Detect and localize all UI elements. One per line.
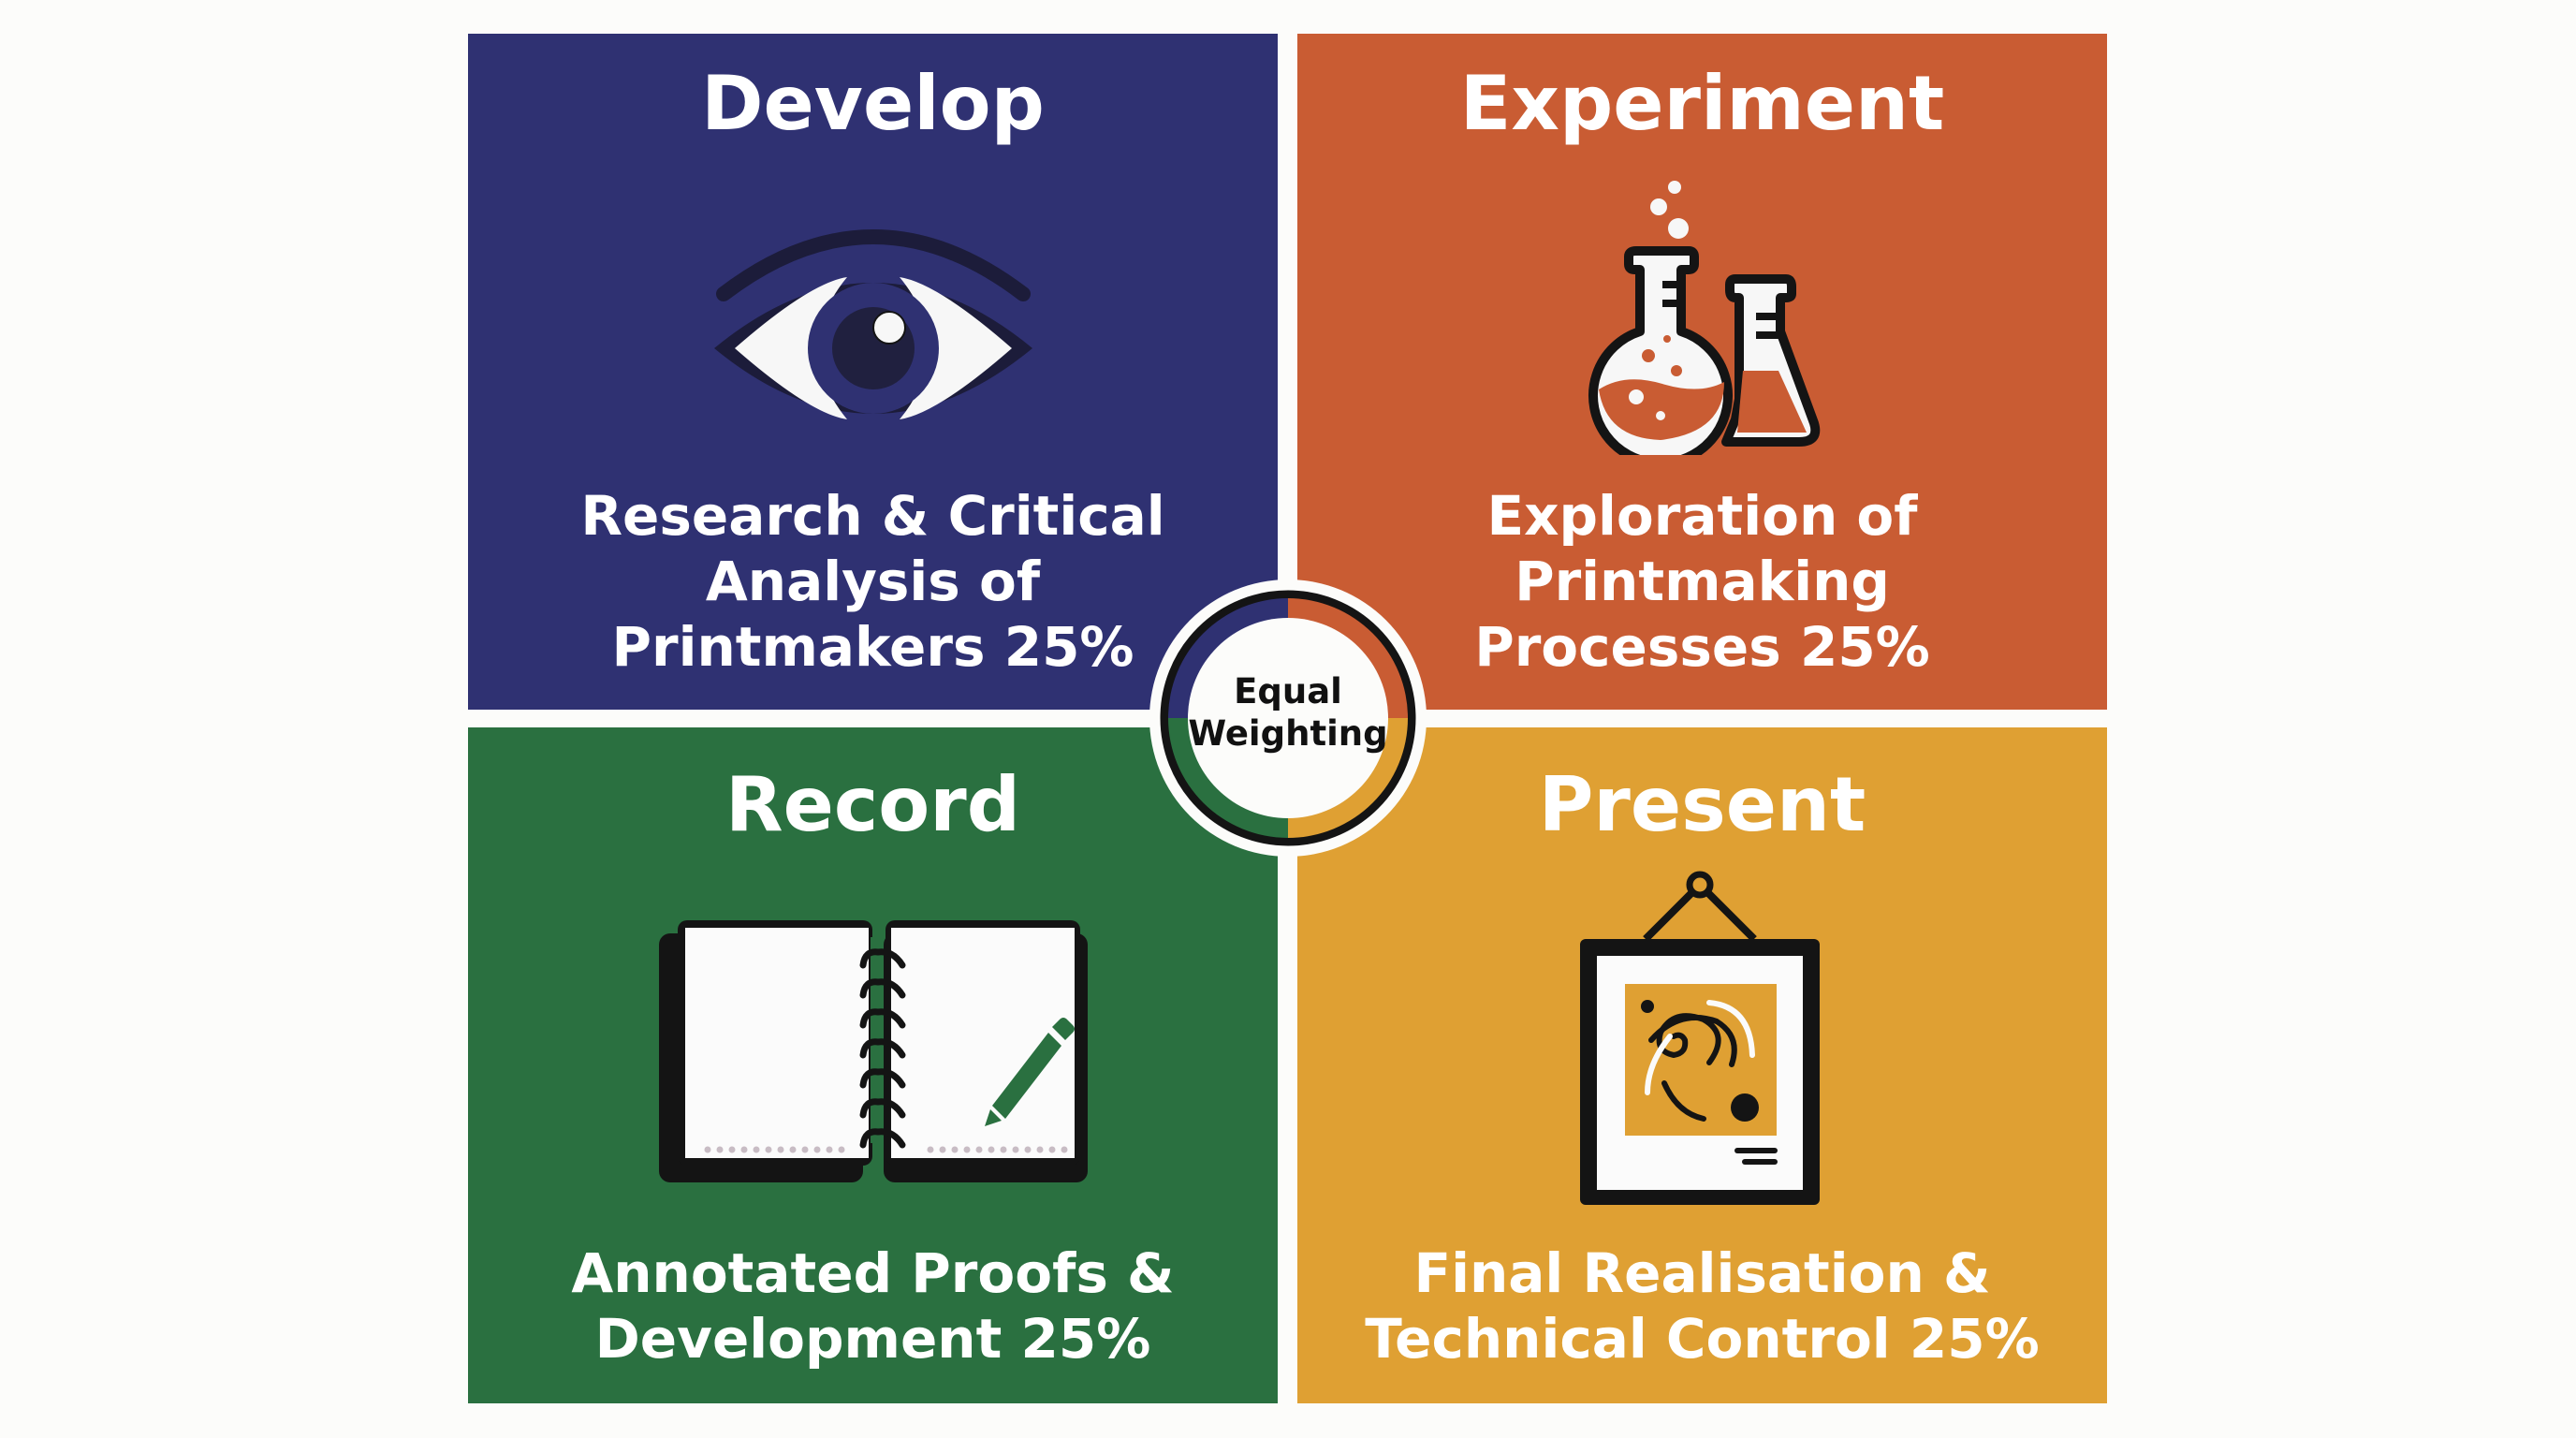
quadrant-description: Research & Critical Analysis of Printmak… <box>580 484 1165 679</box>
quadrant-title: Record <box>725 761 1020 848</box>
quadrant-title: Develop <box>701 60 1045 147</box>
notebook-pencil-icon <box>659 920 1088 1182</box>
quadrant-ring-icon <box>1149 580 1427 857</box>
quadrant-description: Exploration of Printmaking Processes 25% <box>1474 484 1930 679</box>
quadrant-title: Present <box>1538 761 1866 848</box>
framed-artwork-icon <box>1580 871 1820 1205</box>
quadrant-title: Experiment <box>1459 60 1945 147</box>
pencil-icon <box>985 1018 1075 1126</box>
quadrant-description: Annotated Proofs & Development 25% <box>571 1241 1175 1371</box>
quadrant-experiment: Experiment Exploration of Printmaking Pr… <box>1297 34 2107 710</box>
quadrant-description: Final Realisation & Technical Control 25… <box>1365 1241 2040 1371</box>
quadrant-develop: Develop Research & Critical Analysis of … <box>468 34 1278 710</box>
center-label: Equal Weighting <box>1188 671 1388 754</box>
flasks-icon <box>1588 181 1821 455</box>
equal-weighting-badge: Equal Weighting <box>1149 580 1427 857</box>
quadrant-record: Record Annotated Proofs & Development 25… <box>468 727 1278 1403</box>
quadrant-present: Present Final Realisation & Technical Co… <box>1297 727 2107 1403</box>
eye-icon <box>714 229 1032 419</box>
